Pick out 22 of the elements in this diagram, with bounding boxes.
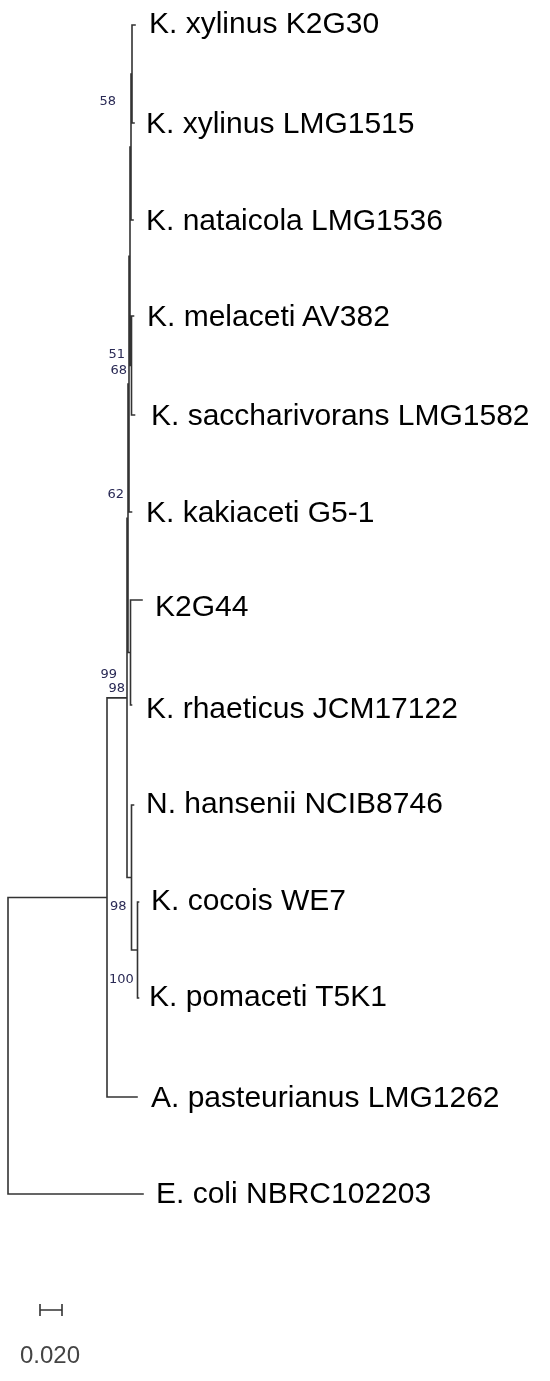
- taxon-label: K. kakiaceti G5-1: [146, 497, 375, 527]
- bootstrap-value: 51: [108, 346, 125, 360]
- taxon-label: K. xylinus LMG1515: [146, 108, 415, 138]
- taxon-label: K. rhaeticus JCM17122: [146, 693, 458, 723]
- taxon-label: N. hansenii NCIB8746: [146, 788, 443, 818]
- taxon-label: K. xylinus K2G30: [149, 8, 380, 38]
- bootstrap-value: 98: [108, 680, 125, 694]
- taxon-label: A. pasteurianus LMG1262: [151, 1082, 500, 1112]
- taxon-label: K. pomaceti T5K1: [149, 981, 387, 1011]
- taxon-label: E. coli NBRC102203: [156, 1178, 432, 1208]
- scale-label: 0.020: [20, 1343, 81, 1367]
- taxon-label: K2G44: [155, 591, 249, 621]
- taxon-label: K. melaceti AV382: [147, 301, 390, 331]
- bootstrap-value: 99: [100, 666, 117, 680]
- bootstrap-value: 62: [107, 486, 124, 500]
- taxon-label: K. saccharivorans LMG1582: [151, 400, 530, 430]
- bootstrap-value: 68: [110, 362, 127, 376]
- bootstrap-value: 58: [99, 93, 116, 107]
- taxon-label: K. nataicola LMG1536: [146, 205, 443, 235]
- bootstrap-value: 98: [110, 898, 127, 912]
- bootstrap-value: 100: [109, 971, 134, 985]
- taxon-label: K. cocois WE7: [151, 885, 347, 915]
